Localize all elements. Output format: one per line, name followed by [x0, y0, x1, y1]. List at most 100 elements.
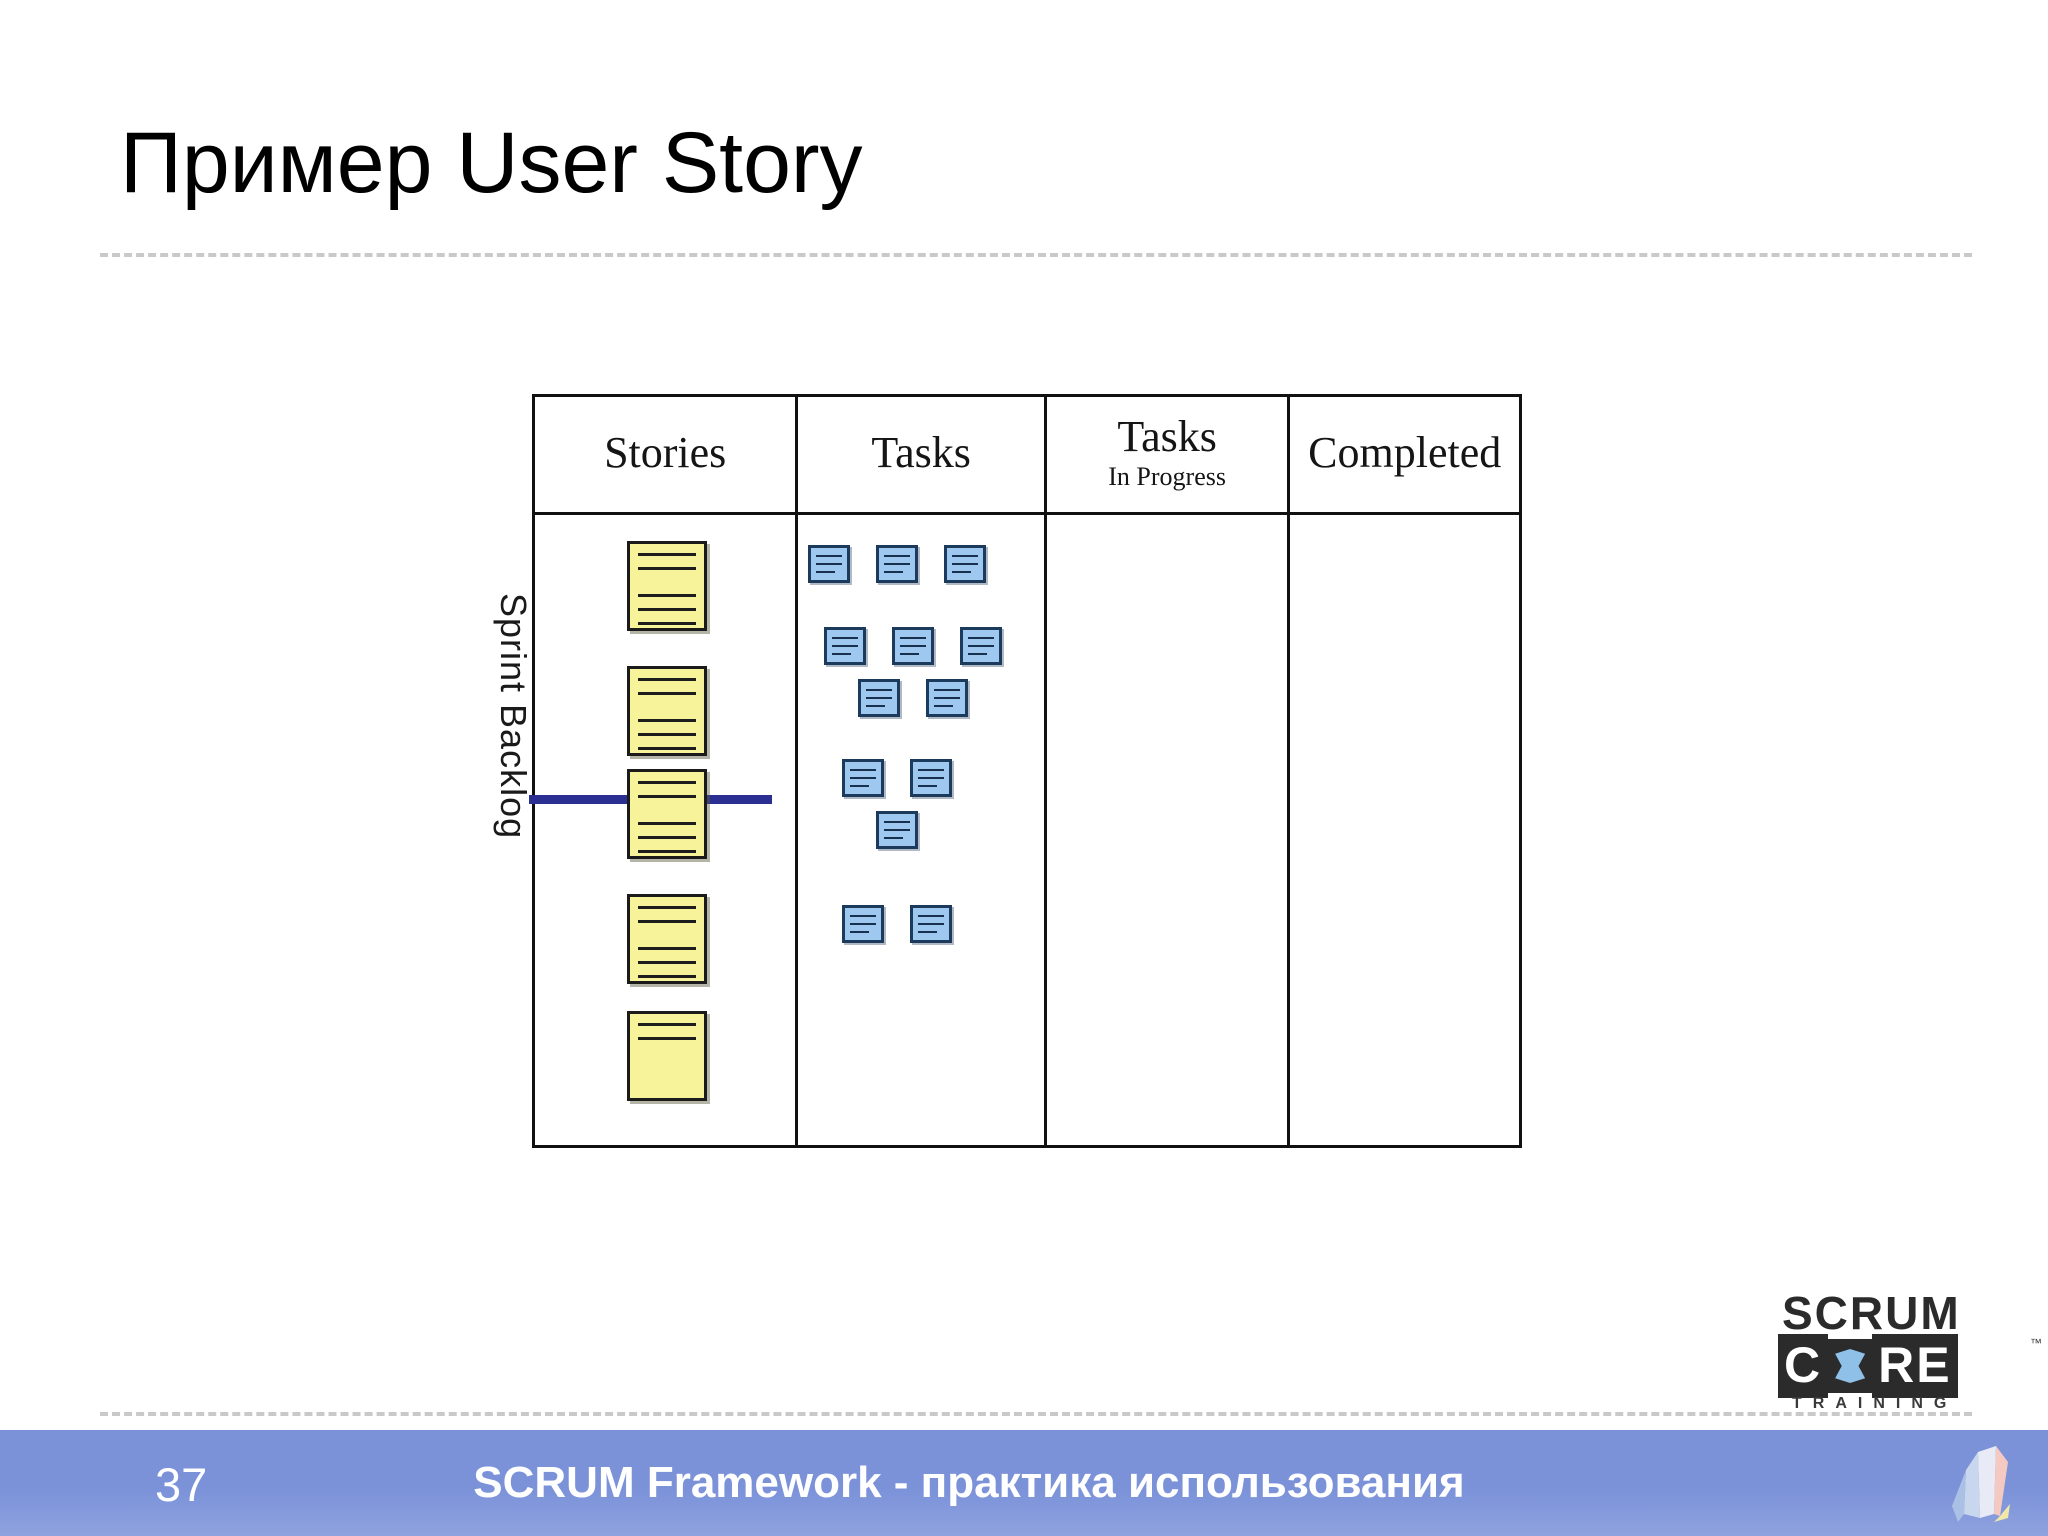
task-card[interactable] — [926, 679, 969, 717]
footer-bar: 37 SCRUM Framework - практика использова… — [0, 1430, 2048, 1536]
task-card-text-line — [900, 645, 927, 647]
task-card-text-line — [952, 571, 972, 573]
task-card-text-line — [918, 923, 945, 925]
task-card-text-line — [952, 563, 979, 565]
task-card-text-line — [850, 785, 870, 787]
column-header-completed-label: Completed — [1308, 427, 1502, 477]
column-body-completed — [1290, 515, 1519, 1145]
story-card-text-line — [638, 947, 696, 950]
task-card-text-line — [918, 777, 945, 779]
task-card[interactable] — [808, 545, 851, 583]
story-card-text-line — [638, 920, 696, 923]
logo-scrum-text: SCRUM — [1782, 1287, 1961, 1339]
task-card-text-line — [918, 915, 945, 917]
task-card[interactable] — [960, 627, 1003, 665]
story-card-text-line — [638, 836, 696, 839]
story-card-text-line — [638, 975, 696, 978]
board-body-row: Sprint Backlog — [493, 515, 1519, 1145]
column-header-stories-label: Stories — [604, 427, 727, 477]
logo-core-c: C — [1778, 1334, 1829, 1398]
task-card-text-line — [918, 769, 945, 771]
logo-trademark-symbol: ™ — [2030, 1336, 2042, 1350]
task-card-text-line — [850, 923, 877, 925]
story-card-text-line — [638, 594, 696, 597]
task-card[interactable] — [842, 759, 885, 797]
task-card[interactable] — [876, 545, 919, 583]
story-card-text-line — [638, 608, 696, 611]
task-card[interactable] — [824, 627, 867, 665]
story-card-text-line — [638, 906, 696, 909]
sail-logo-icon — [1952, 1446, 2010, 1522]
task-card-text-line — [850, 931, 870, 933]
task-card-text-line — [968, 653, 988, 655]
story-card-text-line — [638, 678, 696, 681]
task-card-text-line — [884, 821, 911, 823]
task-card-text-line — [866, 697, 893, 699]
story-card-text-line — [638, 795, 696, 798]
column-header-in-progress-label: Tasks — [1117, 411, 1217, 461]
task-card-text-line — [884, 837, 904, 839]
story-card-text-line — [638, 622, 696, 625]
task-card-text-line — [968, 637, 995, 639]
task-card-text-line — [968, 645, 995, 647]
task-card-text-line — [934, 689, 961, 691]
story-card-text-line — [638, 719, 696, 722]
sprint-backlog-vertical-label: Sprint Backlog — [493, 593, 534, 840]
story-card[interactable] — [627, 894, 707, 984]
story-card-text-line — [638, 850, 696, 853]
column-header-completed: Completed — [1290, 397, 1519, 512]
column-header-tasks-label: Tasks — [871, 427, 971, 477]
task-card-text-line — [816, 563, 843, 565]
story-card-text-line — [638, 961, 696, 964]
scrum-core-logo: SCRUM C RE TRAINING ™ — [1740, 1288, 2042, 1416]
task-card-text-line — [850, 915, 877, 917]
column-header-tasks: Tasks — [798, 397, 1047, 512]
story-card[interactable] — [627, 1011, 707, 1101]
task-card-text-line — [884, 829, 911, 831]
task-card-text-line — [900, 637, 927, 639]
task-card-text-line — [934, 705, 954, 707]
story-card-text-line — [638, 1037, 696, 1040]
task-card-text-line — [884, 571, 904, 573]
task-card-text-line — [816, 555, 843, 557]
task-card[interactable] — [892, 627, 935, 665]
column-header-in-progress-sublabel: In Progress — [1108, 461, 1226, 491]
task-card-text-line — [832, 645, 859, 647]
task-card[interactable] — [944, 545, 987, 583]
column-body-tasks — [798, 515, 1047, 1145]
column-header-stories: Stories — [535, 397, 799, 512]
story-card[interactable] — [627, 541, 707, 631]
story-card[interactable] — [627, 666, 707, 756]
task-card-text-line — [918, 931, 938, 933]
page-title: Пример User Story — [120, 115, 863, 211]
footer-divider-rule — [100, 1412, 1972, 1416]
story-card[interactable] — [627, 769, 707, 859]
story-card-text-line — [638, 822, 696, 825]
task-card[interactable] — [876, 811, 919, 849]
column-body-in-progress — [1047, 515, 1291, 1145]
story-card-text-line — [638, 567, 696, 570]
task-card-text-line — [952, 555, 979, 557]
title-divider-rule — [100, 253, 1972, 257]
task-card[interactable] — [858, 679, 901, 717]
task-card-text-line — [866, 705, 886, 707]
story-card-text-line — [638, 747, 696, 750]
task-card-text-line — [934, 697, 961, 699]
logo-core-re: RE — [1872, 1334, 1958, 1398]
task-card-text-line — [832, 653, 852, 655]
board-header-row: Stories Tasks Tasks In Progress Complete… — [535, 397, 1519, 515]
column-header-in-progress: Tasks In Progress — [1047, 397, 1291, 512]
story-card-text-line — [638, 733, 696, 736]
story-card-text-line — [638, 553, 696, 556]
task-card-text-line — [832, 637, 859, 639]
task-card-text-line — [850, 769, 877, 771]
task-card-text-line — [884, 563, 911, 565]
task-card[interactable] — [842, 905, 885, 943]
column-body-stories: Sprint Backlog — [493, 515, 799, 1145]
scrum-task-board: Stories Tasks Tasks In Progress Complete… — [493, 394, 1522, 1148]
task-card[interactable] — [910, 905, 953, 943]
task-card[interactable] — [910, 759, 953, 797]
story-card-text-line — [638, 692, 696, 695]
story-card-text-line — [638, 1023, 696, 1026]
task-card-text-line — [884, 555, 911, 557]
